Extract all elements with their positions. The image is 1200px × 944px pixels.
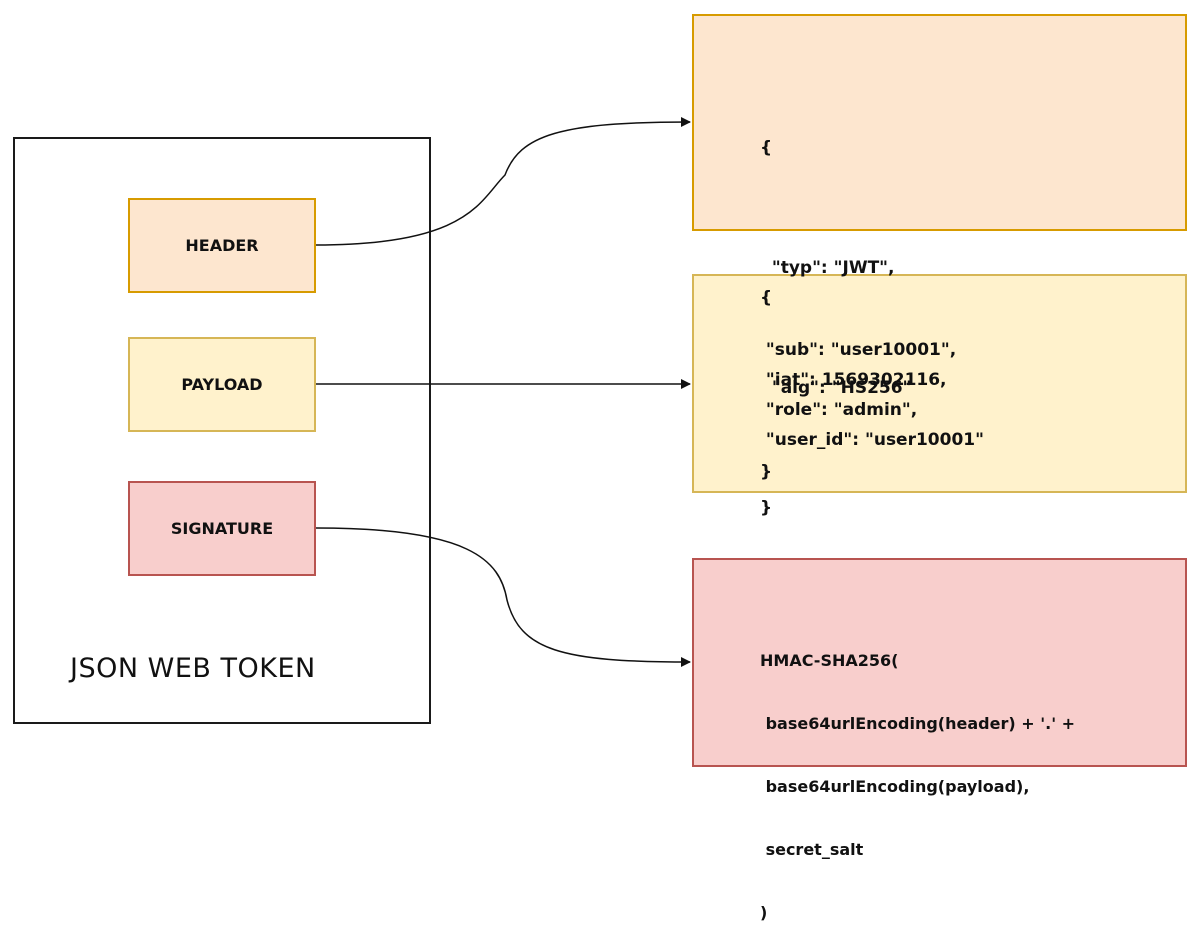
- signature-part-box: SIGNATURE: [128, 481, 316, 576]
- payload-part-box: PAYLOAD: [128, 337, 316, 432]
- header-json-line: {: [760, 138, 773, 158]
- payload-detail-box: [692, 274, 1187, 493]
- header-json-line: "alg": "HS256": [760, 378, 912, 398]
- payload-json: { "sub": "user10001", "iat": 1569302116,…: [760, 288, 984, 482]
- header-json-line: "typ": "JWT",: [760, 258, 895, 278]
- payload-part-label: PAYLOAD: [181, 375, 263, 394]
- jwt-label: JSON WEB TOKEN: [70, 653, 316, 684]
- header-detail-box: [692, 14, 1187, 231]
- payload-json-line: "user_id": "user10001": [760, 430, 984, 450]
- header-part-label: HEADER: [185, 236, 259, 255]
- connector-layer: [315, 117, 691, 667]
- signature-formula-line: HMAC-SHA256(: [760, 651, 899, 670]
- payload-json-line: }: [760, 462, 773, 482]
- signature-formula-line: base64urlEncoding(header) + '.' +: [760, 714, 1076, 733]
- payload-json-line: "sub": "user10001",: [760, 340, 957, 360]
- signature-formula-line: base64urlEncoding(payload),: [760, 777, 1030, 796]
- jwt-container: [13, 137, 431, 724]
- payload-json-line: {: [760, 288, 773, 308]
- header-json-line: }: [760, 498, 773, 518]
- signature-detail-box: [692, 558, 1187, 767]
- payload-json-line: "iat": 1569302116,: [760, 370, 947, 390]
- signature-formula-line: secret_salt: [760, 840, 864, 859]
- header-part-box: HEADER: [128, 198, 316, 293]
- signature-connector-arrow: [315, 527, 691, 667]
- header-connector-arrow: [315, 117, 691, 246]
- payload-json-line: "role": "admin",: [760, 400, 918, 420]
- header-json: { "typ": "JWT", "alg": "HS256" }: [760, 48, 911, 568]
- signature-part-label: SIGNATURE: [170, 519, 274, 538]
- signature-formula-line: ): [760, 903, 768, 922]
